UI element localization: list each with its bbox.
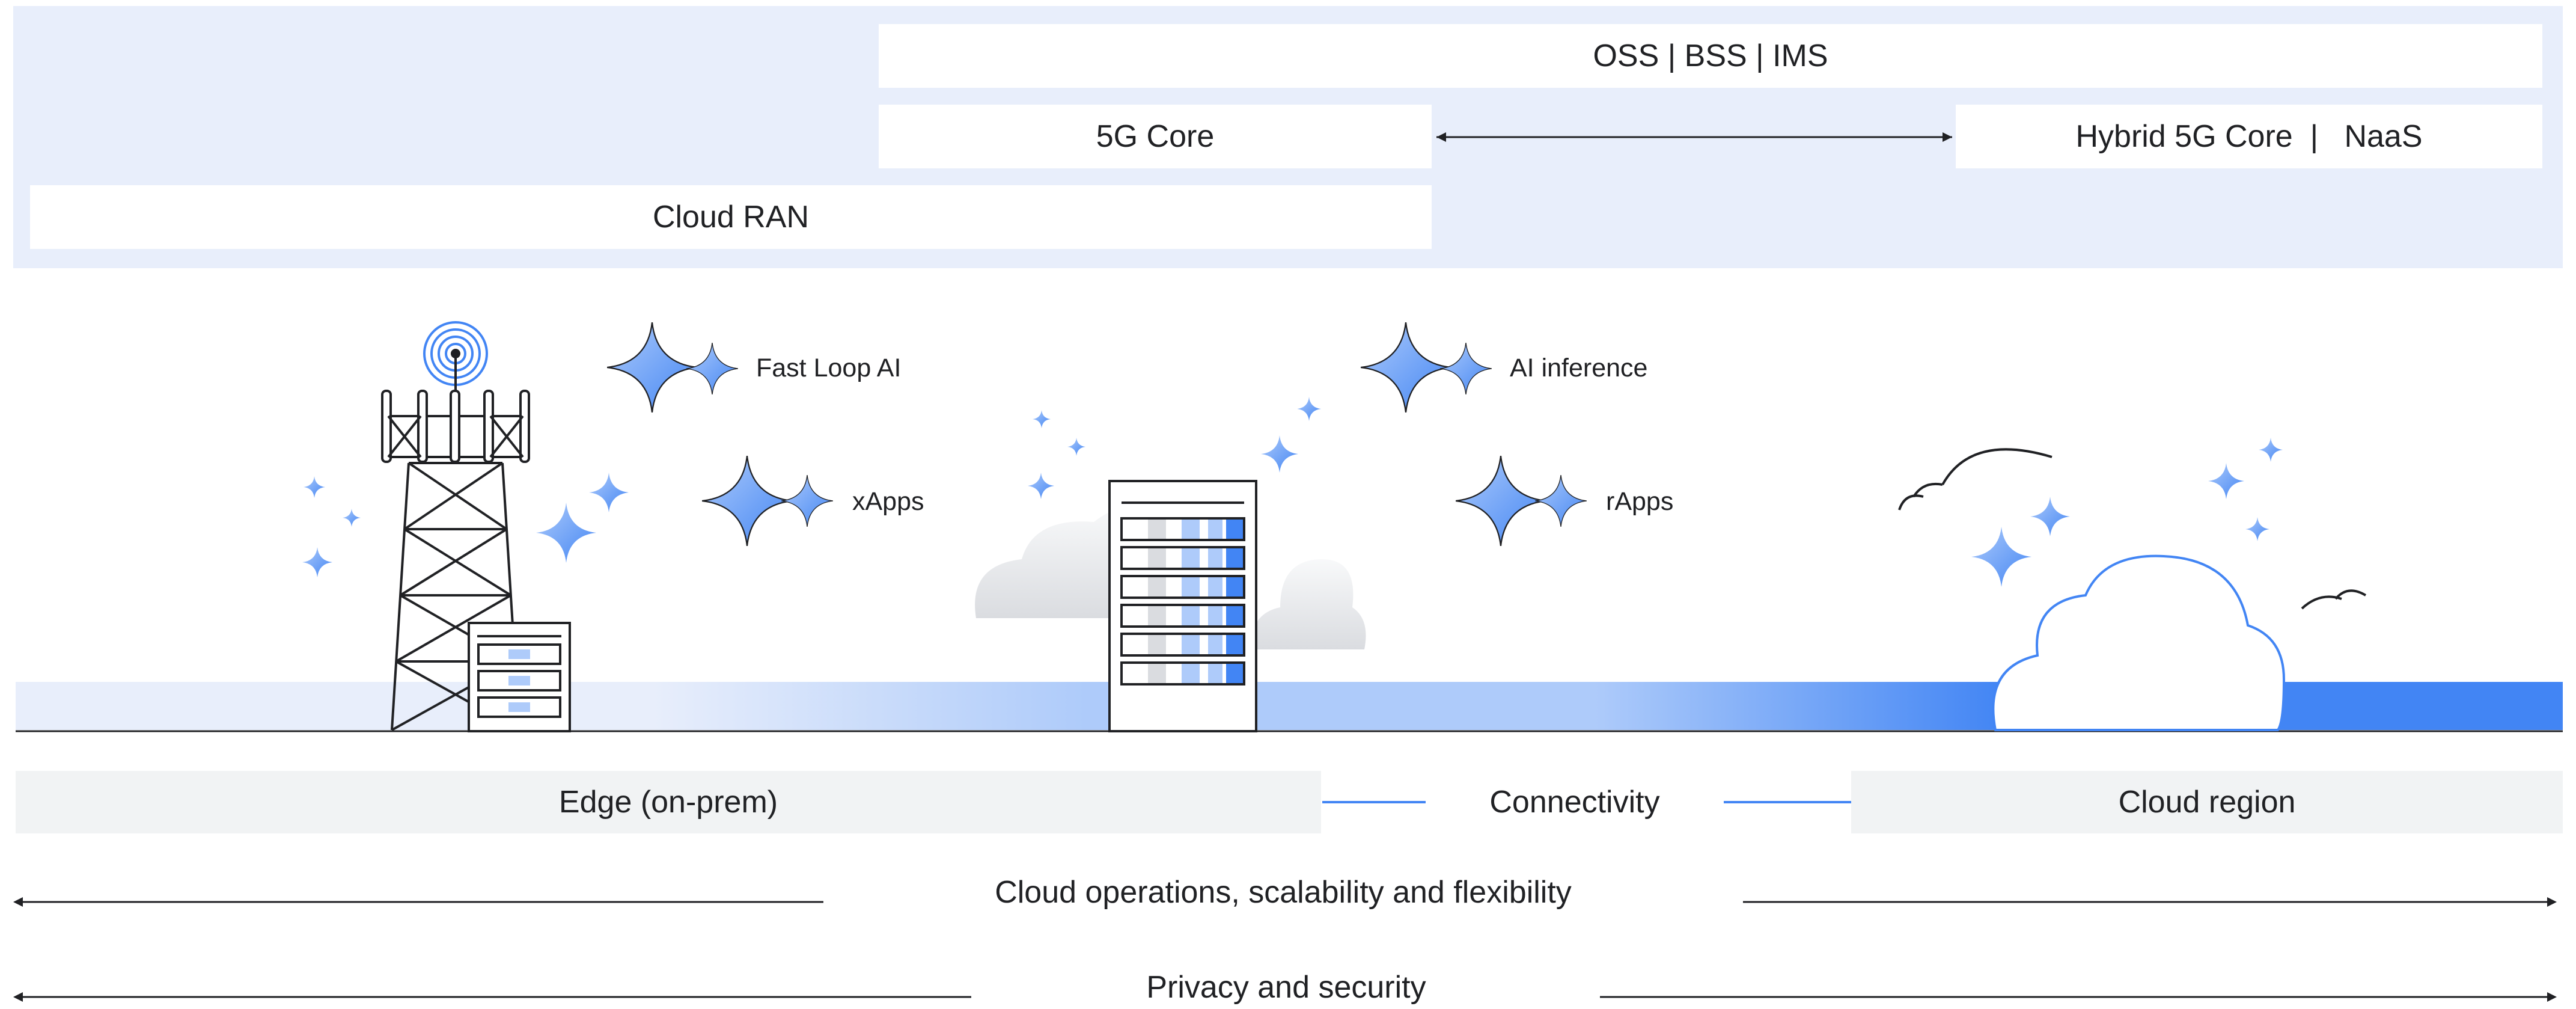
5g-core-label: 5G Core <box>1096 119 1215 154</box>
oss-bss-ims-box: OSS | BSS | IMS <box>879 24 2542 88</box>
core-link-arrow <box>1436 132 1952 142</box>
edge-label: Edge (on-prem) <box>558 785 778 820</box>
privacy-label: Privacy and security <box>1146 970 1426 1005</box>
bird-icon <box>1898 448 2367 610</box>
privacy-arrows <box>13 992 2557 1002</box>
cloud-region-label: Cloud region <box>2118 785 2296 820</box>
ai-inference-label: AI inference <box>1510 354 1648 382</box>
cloud-region-icon <box>1992 554 2286 731</box>
hybrid-core-box: Hybrid 5G Core | NaaS <box>1956 105 2542 168</box>
server-rack-icon <box>1108 480 1257 732</box>
decorative-sparkles <box>302 397 2283 587</box>
hybrid-core-label: Hybrid 5G Core | NaaS <box>2075 119 2423 154</box>
cloud-ran-label: Cloud RAN <box>652 200 810 235</box>
connectivity-label: Connectivity <box>1489 785 1660 820</box>
operations-arrows <box>13 897 2557 907</box>
fast-loop-ai-label: Fast Loop AI <box>756 354 902 382</box>
operations-label: Cloud operations, scalability and flexib… <box>995 875 1572 910</box>
xapps-label: xApps <box>852 487 924 516</box>
edge-server-icon <box>468 622 571 732</box>
cloud-ran-box: Cloud RAN <box>30 185 1432 249</box>
rapps-label: rApps <box>1606 487 1674 516</box>
5g-core-box: 5G Core <box>879 105 1432 168</box>
sparkle-icon <box>607 322 1587 546</box>
edge-bar: Edge (on-prem) <box>16 771 1321 833</box>
oss-bss-ims-label: OSS | BSS | IMS <box>1593 38 1828 73</box>
cloud-region-bar: Cloud region <box>1851 771 2563 833</box>
